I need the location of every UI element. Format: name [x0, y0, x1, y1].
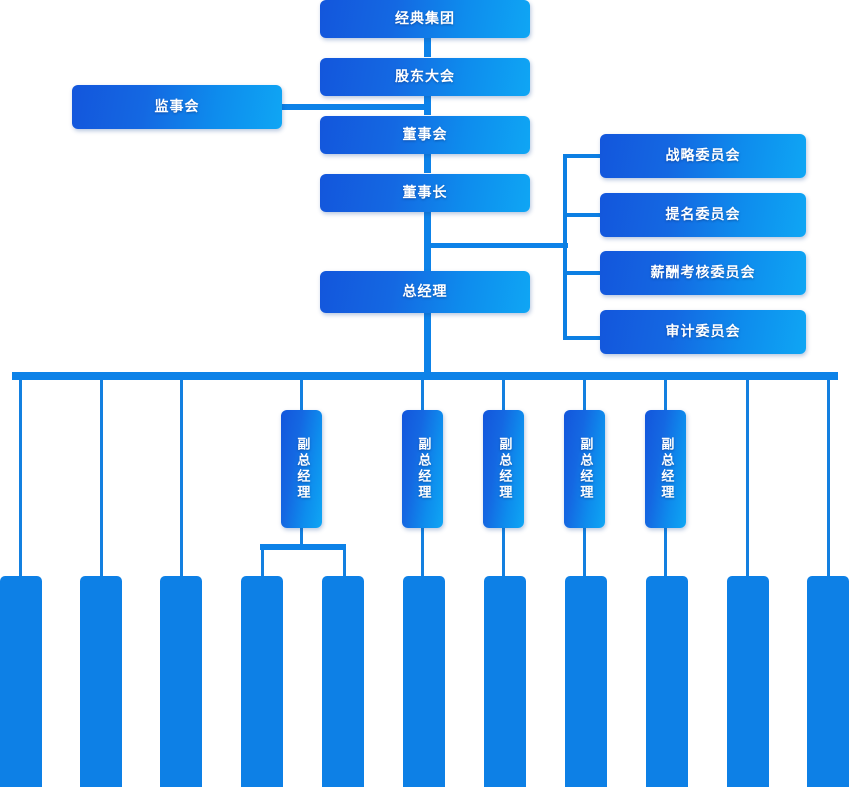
node-label: 股东大会 [395, 69, 455, 85]
node-chairman[interactable]: 董事长 [320, 174, 530, 212]
connector-spine-3 [424, 153, 431, 173]
connector-dept-drop-2 [100, 380, 103, 576]
connector-spine-4 [424, 211, 431, 271]
node-label: 董事长 [402, 185, 448, 201]
connector-deputy-drop-5 [664, 380, 667, 411]
connector-deputy2-dept [421, 528, 424, 576]
node-label: 薪酬考核委员会 [650, 265, 756, 281]
connector-committee-4 [563, 336, 601, 340]
connector-deputy-drop-3 [502, 380, 505, 411]
node-deputy-gm-5[interactable]: 副总经理 [645, 410, 686, 528]
connector-subbus-drop-1 [261, 550, 264, 576]
connector-deputy3-dept [502, 528, 505, 576]
node-label: 副总经理 [415, 437, 431, 501]
connector-deputy-drop-4 [583, 380, 586, 411]
node-department-8[interactable] [565, 576, 607, 787]
node-general-manager[interactable]: 总经理 [320, 271, 530, 313]
node-label: 副总经理 [577, 437, 593, 501]
node-label: 战略委员会 [665, 148, 741, 164]
node-department-3[interactable] [160, 576, 202, 787]
node-department-2[interactable] [80, 576, 122, 787]
connector-subbus-stem [300, 527, 303, 546]
node-label: 副总经理 [496, 437, 512, 501]
node-deputy-gm-2[interactable]: 副总经理 [402, 410, 443, 528]
connector-committee-trunk [424, 243, 568, 248]
node-nomination-committee[interactable]: 提名委员会 [600, 193, 806, 237]
node-deputy-gm-3[interactable]: 副总经理 [483, 410, 524, 528]
node-label: 经典集团 [395, 11, 455, 27]
connector-main-bus [12, 372, 838, 380]
connector-deputy-drop-1 [300, 380, 303, 411]
node-deputy-gm-1[interactable]: 副总经理 [281, 410, 322, 528]
connector-dept-drop-11 [827, 380, 830, 576]
connector-committee-riser [563, 154, 567, 340]
node-department-4[interactable] [241, 576, 283, 787]
node-label: 提名委员会 [665, 207, 741, 223]
connector-committee-3 [563, 271, 601, 275]
node-label: 审计委员会 [665, 324, 741, 340]
connector-spine-5 [424, 313, 431, 373]
connector-dept-drop-10 [746, 380, 749, 576]
node-label: 董事会 [402, 127, 448, 143]
node-label: 副总经理 [294, 437, 310, 501]
connector-subbus-drop-2 [343, 550, 346, 576]
node-group[interactable]: 经典集团 [320, 0, 530, 38]
connector-dept-drop-1 [19, 380, 22, 576]
connector-committee-2 [563, 213, 601, 217]
connector-dept-drop-3 [180, 380, 183, 576]
connector-committee-1 [563, 154, 601, 158]
connector-deputy4-dept [583, 528, 586, 576]
node-department-9[interactable] [646, 576, 688, 787]
connector-deputy-drop-2 [421, 380, 424, 411]
connector-spine-1 [424, 37, 431, 57]
node-board-of-directors[interactable]: 董事会 [320, 116, 530, 154]
node-label: 监事会 [154, 99, 200, 115]
node-shareholders-meeting[interactable]: 股东大会 [320, 58, 530, 96]
node-strategy-committee[interactable]: 战略委员会 [600, 134, 806, 178]
node-department-11[interactable] [807, 576, 849, 787]
node-department-6[interactable] [403, 576, 445, 787]
node-department-7[interactable] [484, 576, 526, 787]
connector-deputy5-dept [664, 528, 667, 576]
node-deputy-gm-4[interactable]: 副总经理 [564, 410, 605, 528]
node-department-5[interactable] [322, 576, 364, 787]
node-compensation-committee[interactable]: 薪酬考核委员会 [600, 251, 806, 295]
node-department-1[interactable] [0, 576, 42, 787]
node-label: 总经理 [402, 284, 448, 300]
node-board-of-supervisors[interactable]: 监事会 [72, 85, 282, 129]
connector-subbus [260, 544, 346, 550]
node-department-10[interactable] [727, 576, 769, 787]
node-label: 副总经理 [658, 437, 674, 501]
connector-supervisor [281, 104, 431, 110]
node-audit-committee[interactable]: 审计委员会 [600, 310, 806, 354]
